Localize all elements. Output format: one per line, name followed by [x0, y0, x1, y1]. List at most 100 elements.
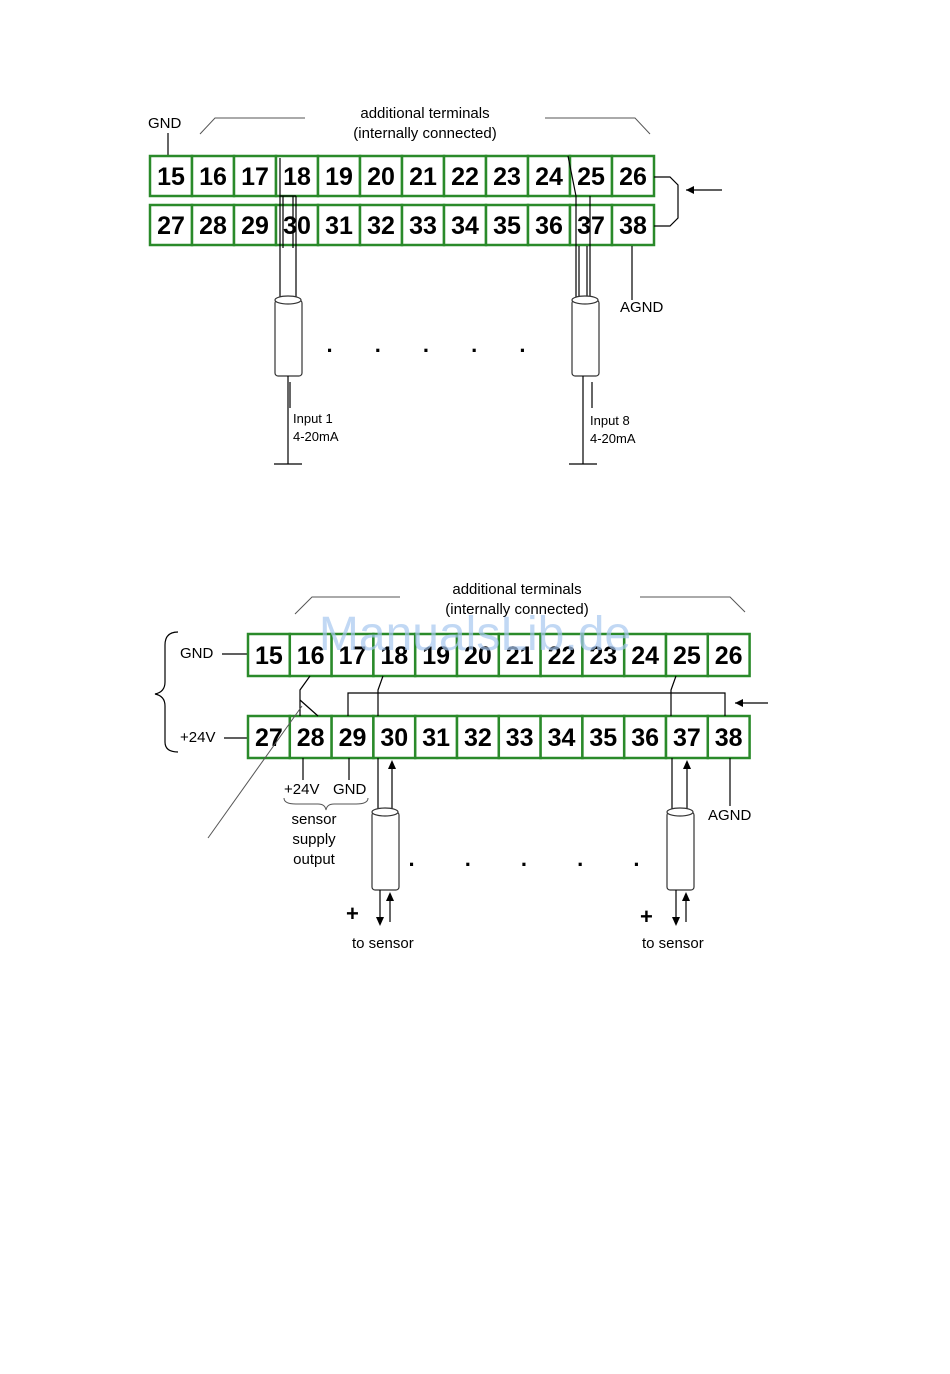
terminal-number: 26: [619, 163, 647, 191]
diagram2-wire-28-diag: [299, 699, 319, 717]
diagram1-top-terminal-17: 17: [232, 154, 278, 198]
terminal-box: [413, 714, 459, 760]
terminal-box: [246, 714, 292, 760]
diagram2-top-terminal-25: 25: [664, 632, 710, 678]
diagram2-top-terminal-21: 21: [497, 632, 542, 678]
diagram2-bottom-terminal-33: 33: [497, 714, 542, 760]
terminal-number: 15: [255, 642, 283, 670]
terminal-number: 27: [157, 212, 185, 240]
diagram2-header-bracket-right: [640, 596, 746, 613]
diagram1-bottom-terminal-28: 28: [190, 203, 236, 247]
terminal-box: [581, 632, 626, 678]
terminal-box: [232, 154, 278, 198]
terminal-number: 23: [493, 163, 521, 191]
terminal-number: 35: [493, 212, 521, 240]
terminal-number: 31: [422, 724, 450, 752]
terminal-number: 27: [255, 724, 283, 752]
diagram1-input1-line2: 4-20mA: [293, 429, 339, 444]
diagram2-top-terminal-15: 15: [246, 632, 292, 678]
diagram1-cable-input1: [274, 158, 303, 465]
terminal-box: [372, 714, 417, 760]
diagram1-cable-input8: [567, 155, 600, 465]
diagram1-bottom-terminal-35: 35: [484, 203, 530, 247]
diagram2-bottom-terminal-30: 30: [372, 714, 417, 760]
terminal-box: [190, 203, 236, 247]
diagram1-top-terminal-24: 24: [526, 154, 572, 198]
diagram2-top-terminal-19: 19: [413, 632, 459, 678]
terminal-box: [568, 154, 614, 198]
diagram2-bottom-terminal-36: 36: [622, 714, 668, 760]
diagram2-supply-line1: sensor: [291, 811, 336, 828]
terminal-number: 23: [589, 642, 617, 670]
diagram2-bottom-terminal-29: 29: [330, 714, 375, 760]
diagram2-bottom-terminal-35: 35: [581, 714, 626, 760]
terminal-number: 17: [339, 642, 367, 670]
diagram2-header-line2: (internally connected): [445, 601, 588, 618]
diagram1-top-terminal-16: 16: [190, 154, 236, 198]
diagram2-to-sensor-right: to sensor: [642, 935, 704, 952]
diagram2-cable-right: [666, 675, 695, 926]
diagram1-bottom-terminal-33: 33: [400, 203, 446, 247]
terminal-number: 24: [631, 642, 659, 670]
diagram1-bottom-terminal-32: 32: [358, 203, 404, 247]
terminal-number: 26: [715, 642, 743, 670]
diagram2-plus-sign-left: +: [346, 901, 359, 926]
diagram2-plus24v-label: +24V: [180, 729, 215, 746]
terminal-number: 19: [325, 163, 353, 191]
terminal-number: 35: [589, 724, 617, 752]
terminal-box: [706, 714, 751, 760]
terminal-number: 16: [199, 163, 227, 191]
diagram2-top-terminal-26: 26: [706, 632, 751, 678]
diagram1-gnd-label: GND: [148, 115, 182, 132]
terminal-box: [316, 203, 362, 247]
diagram2-bottom-terminal-37: 37: [664, 714, 710, 760]
diagram2-header-line1: additional terminals: [452, 581, 581, 598]
terminal-box: [455, 632, 501, 678]
terminal-box: [413, 632, 459, 678]
diagram1-top-terminal-22: 22: [442, 154, 488, 198]
terminal-number: 34: [451, 212, 479, 240]
diagram1-bottom-terminal-30: 30: [274, 203, 320, 247]
terminal-box: [539, 714, 584, 760]
terminal-box: [484, 203, 530, 247]
terminal-number: 30: [283, 212, 311, 240]
diagram2-top-terminal-20: 20: [455, 632, 501, 678]
diagram2-plus-sign-right: +: [640, 904, 653, 929]
diagram-1: additional terminals (internally connect…: [148, 105, 722, 465]
diagram2-wire-16-28: [299, 675, 311, 716]
diagram1-top-terminal-25: 25: [568, 154, 614, 198]
diagram2-supply-plus-label: +24V: [284, 781, 319, 798]
diagram1-bottom-terminal-29: 29: [232, 203, 278, 247]
diagram2-curly-brace: [154, 631, 179, 753]
terminal-number: 29: [339, 724, 367, 752]
diagram2-bottom-terminal-28: 28: [288, 714, 333, 760]
terminal-box: [581, 714, 626, 760]
diagram2-top-terminal-17: 17: [330, 632, 375, 678]
terminal-number: 22: [548, 642, 576, 670]
terminal-box: [288, 632, 333, 678]
diagram2-supply-line2: supply: [292, 831, 336, 848]
terminal-number: 32: [464, 724, 492, 752]
terminal-number: 28: [199, 212, 227, 240]
diagram1-bottom-terminal-34: 34: [442, 203, 488, 247]
diagram1-bottom-terminal-27: 27: [148, 203, 194, 247]
watermark: ManualsLib.de: [319, 608, 631, 661]
diagram1-header-bracket-left: [199, 117, 305, 135]
diagram2-bottom-terminal-27: 27: [246, 714, 292, 760]
diagram1-top-terminal-15: 15: [148, 154, 194, 198]
terminal-box: [232, 203, 278, 247]
diagram1-header-line2: (internally connected): [353, 125, 496, 142]
diagram2-top-terminal-22: 22: [539, 632, 584, 678]
diagram1-top-terminal-18: 18: [274, 154, 320, 198]
terminal-number: 21: [409, 163, 437, 191]
terminal-number: 36: [535, 212, 563, 240]
diagram1-bottom-terminal-36: 36: [526, 203, 572, 247]
terminal-box: [664, 632, 710, 678]
diagram2-supply-gnd-label: GND: [333, 781, 367, 798]
diagram1-bottom-terminal-37: 37: [568, 203, 614, 247]
